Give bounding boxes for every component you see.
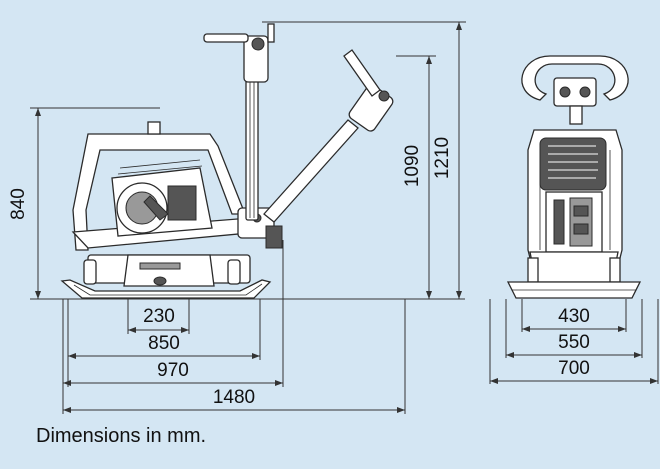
front-view-machine [506, 55, 642, 299]
dim-label-430: 430 [558, 306, 590, 327]
dim-label-550: 550 [558, 332, 590, 353]
side-view-machine [60, 23, 394, 299]
dim-label-850: 850 [148, 333, 180, 354]
dim-label-700: 700 [558, 358, 590, 379]
dim-label-840: 840 [8, 188, 29, 220]
dim-label-1090: 1090 [402, 145, 423, 187]
caption: Dimensions in mm. [36, 425, 207, 447]
dimension-lines [30, 21, 659, 414]
dim-label-1210: 1210 [432, 137, 453, 179]
dim-label-230: 230 [143, 306, 175, 327]
dim-label-970: 970 [157, 360, 189, 381]
dim-label-1480: 1480 [213, 387, 255, 408]
